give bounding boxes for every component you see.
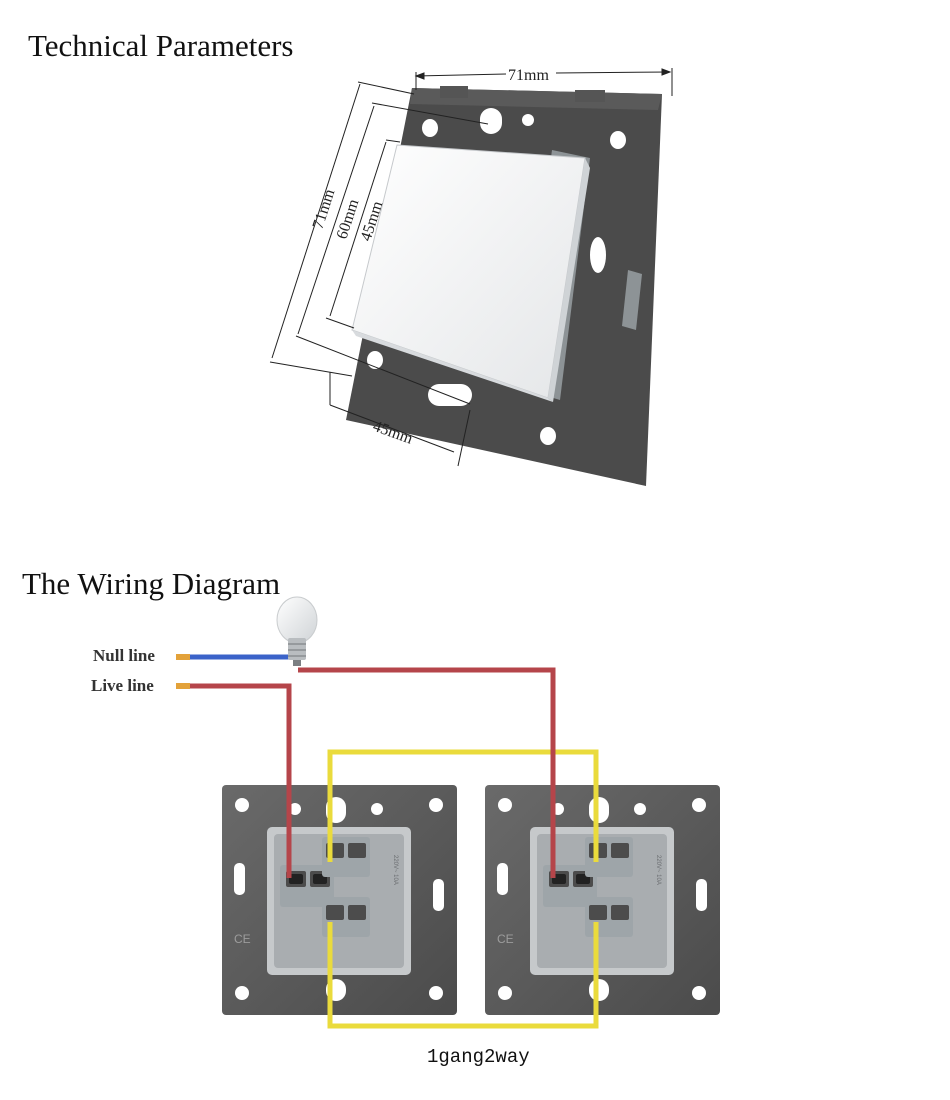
dimension-lines xyxy=(269,68,673,467)
null-wire-tip xyxy=(176,654,190,660)
light-bulb-icon xyxy=(276,596,318,666)
live-line-label: Live line xyxy=(91,676,154,695)
wiring-caption: 1gang2way xyxy=(427,1046,530,1068)
wiring-diagram-heading: The Wiring Diagram xyxy=(22,566,281,601)
traveler-wires xyxy=(327,749,599,1029)
live-wires xyxy=(188,667,556,878)
technical-parameters-heading: Technical Parameters xyxy=(28,28,294,63)
null-line-label: Null line xyxy=(93,646,155,665)
dim-top-width-label: 71mm xyxy=(508,67,549,84)
switch-module-left xyxy=(222,785,457,1015)
wall-switch-photo xyxy=(346,86,662,486)
switch-module-right xyxy=(485,785,720,1015)
live-wire-tip xyxy=(176,683,190,689)
